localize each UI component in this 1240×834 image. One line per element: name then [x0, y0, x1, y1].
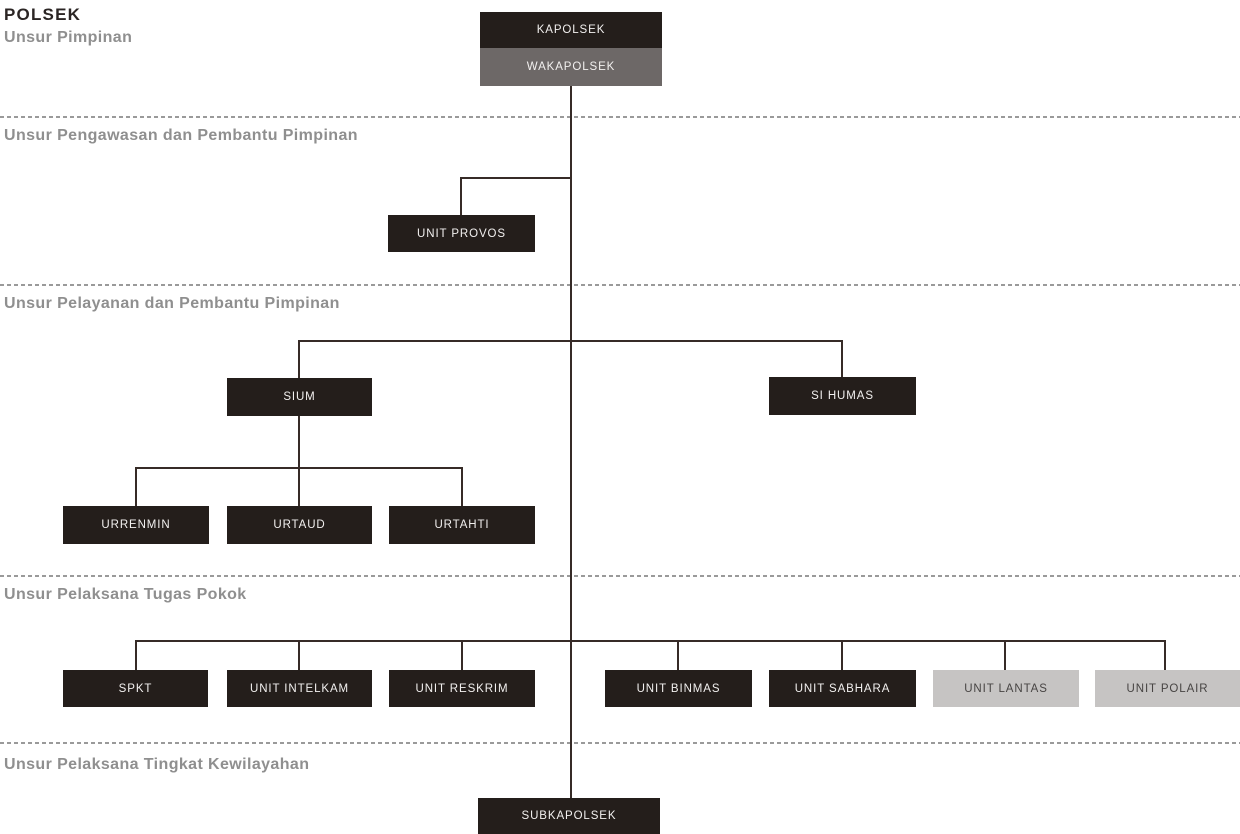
node-urtahti: URTAHTI — [389, 506, 535, 544]
node-subkapolsek: SUBKAPOLSEK — [478, 798, 660, 834]
connector-line-branch-sium-humas-h — [299, 340, 843, 342]
section-label-unsur-pimpinan: Unsur Pimpinan — [4, 29, 133, 46]
connector-line-branch-humas-v — [841, 340, 843, 377]
connector-line-branch-polair-v — [1164, 640, 1166, 670]
node-unit-provos: UNIT PROVOS — [388, 215, 535, 252]
connector-line-branch-intelkam-v — [298, 640, 300, 670]
connector-line-branch-units-h — [135, 640, 1166, 642]
connector-line-branch-binmas-v — [677, 640, 679, 670]
section-label-unsur-pelaksana-kewilayahan: Unsur Pelaksana Tingkat Kewilayahan — [4, 756, 310, 773]
page-title: POLSEK — [4, 5, 82, 24]
node-unit-lantas: UNIT LANTAS — [933, 670, 1079, 707]
connector-line-branch-provos-v — [460, 177, 462, 215]
node-kapolsek: KAPOLSEK — [480, 12, 662, 48]
section-separator — [0, 575, 1240, 577]
node-urrenmin: URRENMIN — [63, 506, 209, 544]
connector-line-branch-urrenmin-v — [135, 467, 137, 506]
node-si-humas: SI HUMAS — [769, 377, 916, 415]
connector-line-branch-urtahti-v — [461, 467, 463, 506]
node-wakapolsek: WAKAPOLSEK — [480, 48, 662, 86]
node-unit-sabhara: UNIT SABHARA — [769, 670, 916, 707]
node-unit-binmas: UNIT BINMAS — [605, 670, 752, 707]
section-separator — [0, 116, 1240, 118]
section-label-unsur-pelayanan: Unsur Pelayanan dan Pembantu Pimpinan — [4, 295, 340, 312]
node-unit-polair: UNIT POLAIR — [1095, 670, 1240, 707]
connector-line-sium-children-trunk — [298, 416, 300, 506]
section-label-unsur-pelaksana-tugas-pokok: Unsur Pelaksana Tugas Pokok — [4, 586, 247, 603]
section-separator — [0, 742, 1240, 744]
connector-line-branch-ur-h — [135, 467, 463, 469]
node-sium: SIUM — [227, 378, 372, 416]
section-label-unsur-pengawasan: Unsur Pengawasan dan Pembantu Pimpinan — [4, 127, 358, 144]
connector-line-branch-sabhara-v — [841, 640, 843, 670]
connector-line-branch-sium-v — [298, 340, 300, 378]
connector-line-branch-lantas-v — [1004, 640, 1006, 670]
connector-line-branch-reskrim-v — [461, 640, 463, 670]
node-unit-intelkam: UNIT INTELKAM — [227, 670, 372, 707]
connector-line-branch-spkt-v — [135, 640, 137, 670]
section-separator — [0, 284, 1240, 286]
connector-line-branch-provos-h — [461, 177, 571, 179]
node-unit-reskrim: UNIT RESKRIM — [389, 670, 535, 707]
node-spkt: SPKT — [63, 670, 208, 707]
connector-line-trunk-main — [570, 86, 572, 798]
node-urtaud: URTAUD — [227, 506, 372, 544]
